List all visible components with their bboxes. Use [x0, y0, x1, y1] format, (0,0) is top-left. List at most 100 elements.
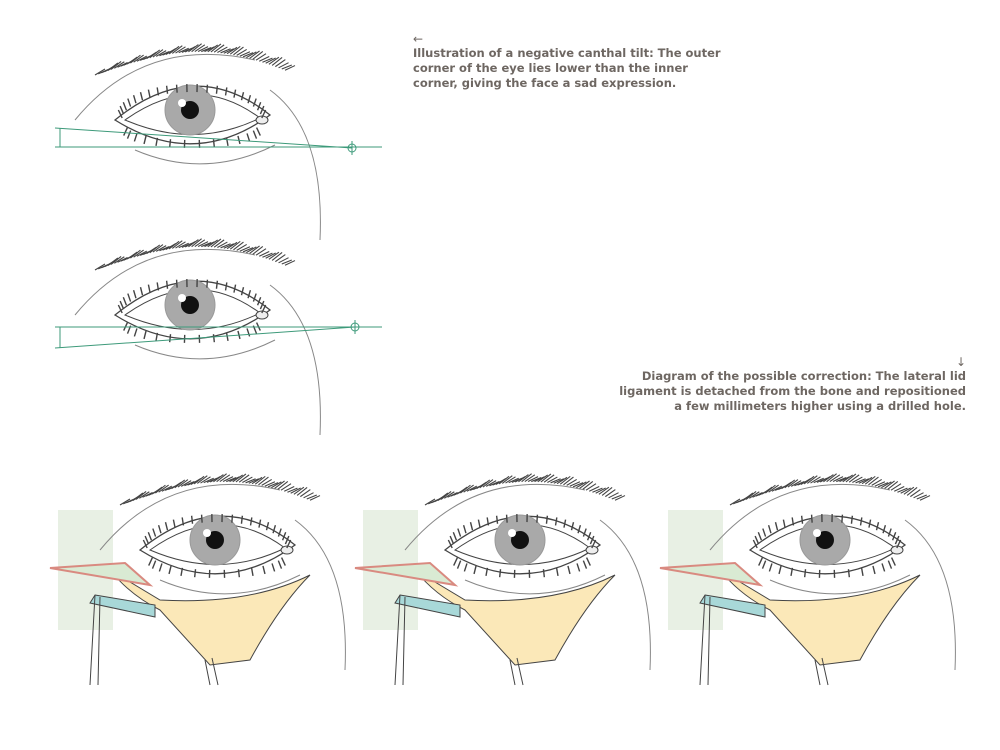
eyelash	[555, 567, 559, 576]
lower-fold	[134, 339, 276, 360]
brow-hair	[501, 475, 513, 484]
brow-contour	[404, 483, 586, 551]
brow-hair	[203, 477, 214, 484]
brow-hair	[175, 241, 186, 249]
eyelash	[582, 528, 587, 537]
eyelash	[122, 101, 128, 111]
brow-hair	[611, 494, 622, 500]
eyelash	[761, 560, 767, 569]
eyelash	[212, 334, 216, 343]
eyelash	[554, 517, 558, 526]
eyelash	[589, 535, 595, 545]
brow-hair	[765, 484, 776, 494]
brow-hair	[204, 241, 215, 248]
brow-hair	[823, 474, 834, 483]
eyelash	[143, 135, 147, 145]
brow-hair	[126, 56, 138, 65]
eyelash	[247, 95, 252, 104]
eyelash	[449, 535, 455, 545]
brow-hair	[151, 486, 163, 495]
eyelash	[147, 89, 151, 98]
brow-hair	[540, 473, 552, 483]
eyelash	[233, 89, 237, 98]
eyelash	[757, 531, 763, 541]
brow-hair	[456, 486, 468, 495]
brow-hair	[729, 498, 741, 506]
brow-hair	[498, 475, 510, 485]
eyelash	[156, 282, 160, 291]
brow-contour	[99, 483, 281, 551]
canthal-axis-line	[54, 127, 353, 149]
brow-hair	[537, 474, 549, 483]
brow-hair	[275, 254, 286, 263]
eyelash	[887, 560, 893, 569]
eyelash	[157, 525, 162, 534]
fat-pad	[414, 569, 616, 666]
eyelash	[190, 515, 194, 524]
brow-hair	[159, 246, 170, 252]
eyelash	[143, 330, 147, 340]
brow-hair	[281, 259, 292, 265]
brow-hair	[277, 480, 289, 490]
brow-hair	[437, 492, 449, 501]
brow-hair	[252, 245, 264, 255]
eyelash	[258, 519, 262, 528]
eyelash	[752, 539, 758, 549]
brow-hair	[251, 476, 263, 485]
eyelash	[891, 531, 897, 541]
brow-hair	[94, 263, 106, 271]
eyelash	[139, 92, 144, 101]
eyelash	[175, 279, 178, 288]
eyelash	[591, 539, 597, 549]
eyelash	[165, 85, 169, 94]
eyelash	[841, 514, 844, 523]
orbit-rim	[904, 519, 956, 671]
brow-hair	[242, 476, 253, 483]
eyelash	[200, 514, 203, 523]
pupil	[511, 531, 529, 549]
brow-hair	[742, 492, 754, 501]
brow-hair	[229, 240, 241, 250]
eyelash	[762, 528, 767, 537]
eyelash	[175, 84, 178, 93]
eyelash	[453, 557, 459, 566]
brow-hair	[440, 491, 452, 500]
brow-hair	[114, 61, 125, 69]
brow-hair	[485, 480, 497, 487]
brow-hair	[505, 476, 516, 484]
brow-hair	[803, 475, 815, 485]
eyelash	[890, 557, 896, 566]
brow-hair	[861, 476, 873, 485]
eyelash	[224, 87, 228, 96]
brow-hair	[284, 260, 296, 266]
brow-hair	[136, 250, 148, 257]
brow-hair	[132, 492, 144, 501]
eyelash	[224, 282, 228, 291]
eyelash	[225, 332, 229, 341]
eyelash	[563, 519, 567, 528]
eyelash	[850, 515, 854, 524]
eyelash	[256, 101, 262, 111]
eyelash	[286, 539, 292, 549]
eyelash	[256, 296, 262, 306]
eye-drawing	[74, 43, 321, 241]
eyelash	[447, 539, 453, 549]
brow-hair	[284, 486, 295, 492]
eyelash	[567, 565, 571, 575]
brow-hair	[489, 481, 500, 487]
eyelash	[881, 563, 886, 572]
tissue-flap	[354, 561, 459, 587]
brow-hair	[171, 45, 183, 54]
retractor	[814, 657, 829, 686]
brow-hair	[261, 478, 272, 486]
eyelash	[164, 522, 169, 531]
brow-hair	[136, 55, 148, 62]
brow-hair	[265, 57, 276, 64]
forceps	[699, 594, 711, 686]
brow-hair	[278, 257, 289, 264]
eyelash	[240, 287, 245, 296]
brow-hair	[300, 489, 311, 498]
brow-hair	[553, 478, 565, 484]
brow-hair	[787, 479, 799, 488]
